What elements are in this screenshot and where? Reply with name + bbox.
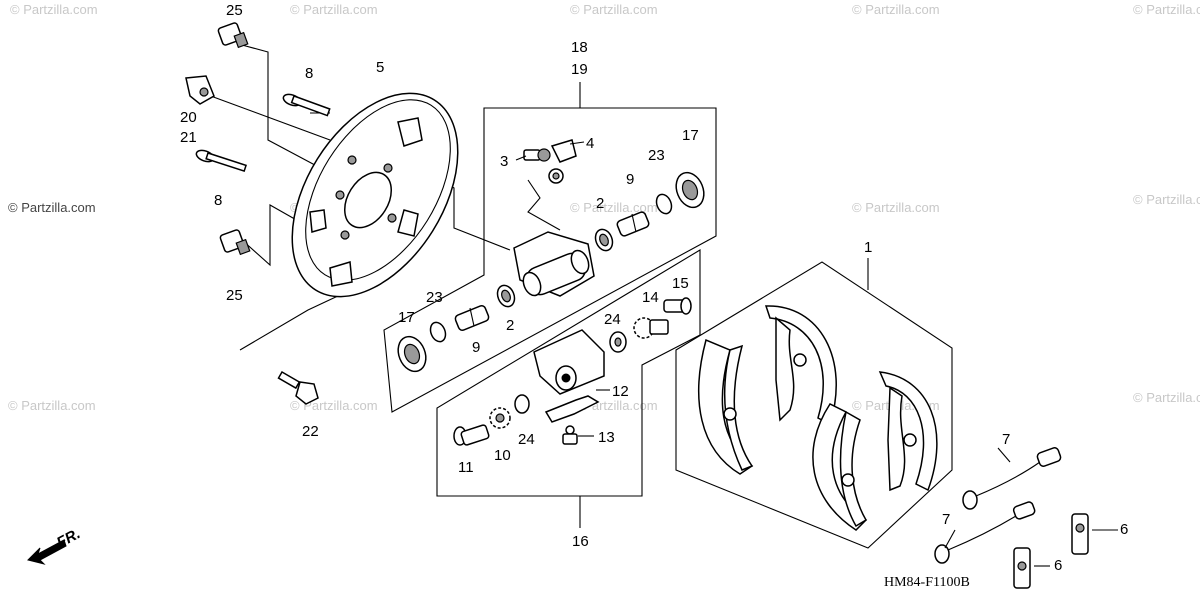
- leader-lines: [515, 141, 1118, 567]
- part-number-18: 18: [571, 39, 588, 56]
- bolt-25-bottom: [219, 229, 251, 256]
- part-number-14: 14: [642, 289, 659, 306]
- bleeder-screw-3: [523, 148, 551, 162]
- clip-6-top: [1071, 513, 1089, 555]
- front-arrow: FR.: [27, 525, 83, 565]
- brake-shoe-right: [878, 371, 938, 492]
- wheel-cylinder: [513, 231, 595, 297]
- spring-7-bottom: [934, 501, 1036, 564]
- adjuster-wheel-14: [633, 317, 669, 339]
- piston-9-left: [454, 305, 490, 331]
- spring-7-top: [962, 447, 1062, 510]
- dust-boot-17-left: [397, 335, 427, 373]
- part-number-22: 22: [302, 423, 319, 440]
- part-number-24: 24: [604, 311, 621, 328]
- watermark-text: © Partzilla.com: [290, 2, 378, 17]
- wheel-cylinder-box: [383, 107, 717, 413]
- part-number-23: 23: [648, 147, 665, 164]
- part-number-21: 21: [180, 129, 197, 146]
- part-number-3: 3: [500, 153, 508, 170]
- part-number-25: 25: [226, 2, 243, 19]
- watermark-text: © Partzilla.com: [570, 200, 658, 215]
- part-number-7: 7: [942, 511, 950, 528]
- dust-boot-17-right: [675, 171, 705, 209]
- adjuster-body: [533, 329, 605, 395]
- part-numbers: 25 25 8 8 5 20 21 22 18 19 3 4 17 23 9 2…: [180, 2, 1128, 574]
- watermark-text: © Partzilla.com: [852, 200, 940, 215]
- part-number-8: 8: [214, 192, 222, 209]
- part-number-9: 9: [472, 339, 480, 356]
- clip-20: [185, 75, 215, 105]
- brake-shoe-middle: [812, 403, 868, 531]
- nipple-13: [562, 425, 578, 445]
- part-number-1: 1: [864, 239, 872, 256]
- part-number-9: 9: [626, 171, 634, 188]
- part-number-12: 12: [612, 383, 629, 400]
- ring-23-right: [655, 193, 673, 215]
- part-number-24: 24: [518, 431, 535, 448]
- part-number-19: 19: [571, 61, 588, 78]
- part-number-4: 4: [586, 135, 594, 152]
- part-number-10: 10: [494, 447, 511, 464]
- part-number-23: 23: [426, 289, 443, 306]
- bolt-25-top: [217, 22, 249, 49]
- lever-12: [544, 395, 600, 423]
- part-number-11: 11: [458, 459, 474, 476]
- part-number-7: 7: [1002, 431, 1010, 448]
- brake-shoe-box: [675, 261, 953, 549]
- part-number-6: 6: [1120, 521, 1128, 538]
- watermark-text: © Partzilla.com: [570, 2, 658, 17]
- part-number-6: 6: [1054, 557, 1062, 574]
- cup-seal-2-left: [496, 284, 516, 308]
- part-number-5: 5: [376, 59, 384, 76]
- pin-8-bottom: [195, 149, 247, 173]
- pin-8-top: [282, 93, 331, 117]
- bleeder-cap-4: [548, 139, 577, 184]
- part-number-25: 25: [226, 287, 243, 304]
- part-number-2: 2: [596, 195, 604, 212]
- watermark-text: © Partzilla.com: [8, 398, 96, 413]
- watermark-text: © Partzilla.com: [8, 200, 96, 215]
- arrow-left-icon: [27, 539, 67, 565]
- diagram-code: HM84-F1100B: [884, 575, 970, 590]
- adjuster-wheel-10: [489, 407, 511, 429]
- clip-6-bottom: [1013, 547, 1031, 589]
- watermark-text: © Partzilla.com: [1133, 390, 1200, 405]
- cup-seal-2-right: [594, 228, 614, 252]
- bolt-22: [277, 370, 319, 405]
- nut-24-right: [609, 331, 627, 353]
- part-number-15: 15: [672, 275, 689, 292]
- nut-24-left: [514, 394, 530, 414]
- part-number-2: 2: [506, 317, 514, 334]
- part-number-13: 13: [598, 429, 615, 446]
- part-number-8: 8: [305, 65, 313, 82]
- piston-9-right: [616, 211, 650, 237]
- backing-plate-5: [291, 92, 459, 298]
- brake-shoe-left: [697, 338, 754, 475]
- screw-11: [453, 424, 490, 446]
- brake-shoe-top: [764, 305, 837, 426]
- watermark-text: © Partzilla.com: [1133, 2, 1200, 17]
- part-number-16: 16: [572, 533, 589, 550]
- adjuster-screw-15: [663, 297, 692, 315]
- watermark-text: © Partzilla.com: [10, 2, 98, 17]
- watermark-text: © Partzilla.com: [852, 2, 940, 17]
- watermark-text: © Partzilla.com: [1133, 192, 1200, 207]
- part-number-20: 20: [180, 109, 197, 126]
- part-number-17: 17: [682, 127, 699, 144]
- part-number-17: 17: [398, 309, 415, 326]
- ring-23-left: [429, 321, 447, 343]
